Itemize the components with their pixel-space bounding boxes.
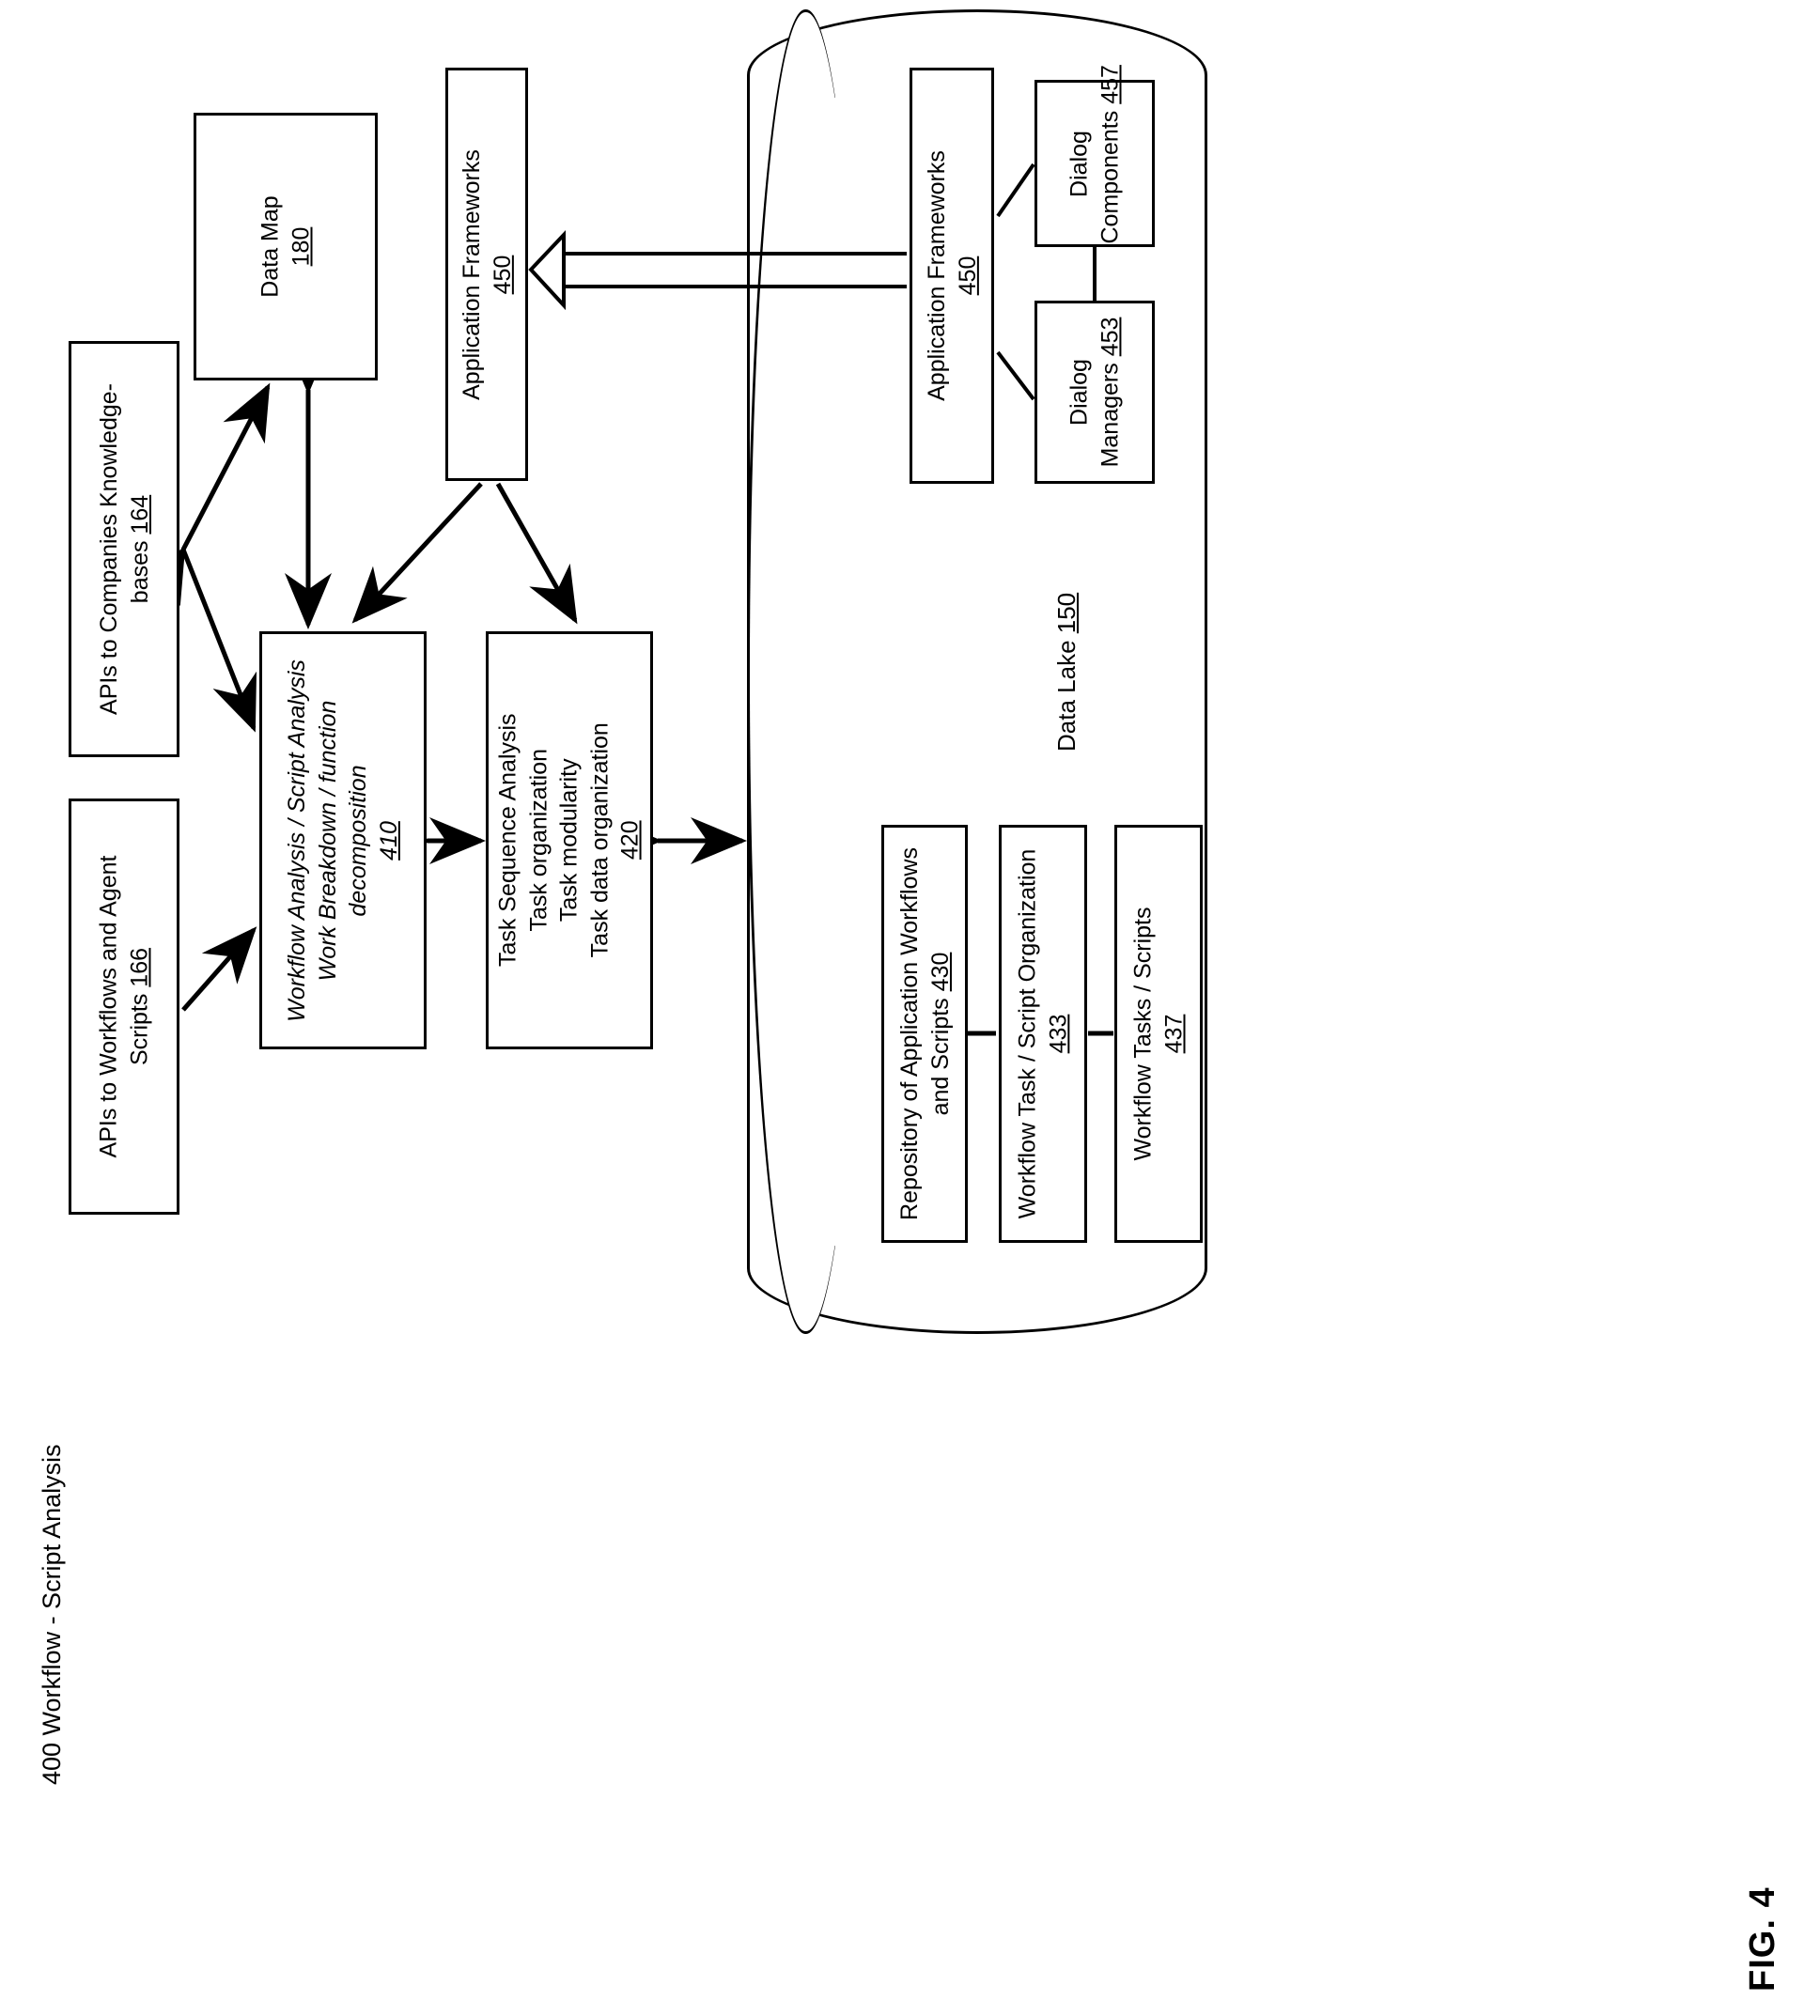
- node-repository-application-workflows-scripts[interactable]: Repository of Application Workflows and …: [881, 825, 968, 1243]
- task-sequence-line4: Task data organization: [586, 722, 614, 958]
- dialog-components-ref: 457: [1097, 64, 1123, 104]
- workflow-task-org-ref: 433: [1045, 1014, 1072, 1054]
- dialog-components-line2: Components: [1097, 110, 1123, 243]
- repository-ref: 430: [926, 952, 953, 992]
- apis-workflows-ref: 166: [126, 947, 152, 987]
- app-frameworks-right-ref: 450: [954, 256, 981, 296]
- workflow-analysis-line3: decomposition: [345, 764, 371, 917]
- node-task-sequence-analysis[interactable]: Task Sequence Analysis Task organization…: [486, 631, 653, 1049]
- node-dialog-managers[interactable]: Dialog Managers 453: [1034, 301, 1155, 484]
- app-frameworks-right-line1: Application Frameworks: [923, 150, 950, 401]
- data-lake-label-text: Data Lake: [1052, 640, 1081, 752]
- dialog-components-line1: Dialog: [1066, 130, 1093, 197]
- workflow-tasks-scripts-ref: 437: [1160, 1014, 1188, 1054]
- dialog-managers-line1: Dialog: [1066, 359, 1093, 426]
- data-map-line1: Data Map: [257, 195, 284, 298]
- node-apis-to-workflows-and-agent-scripts[interactable]: APIs to Workflows and Agent Scripts 166: [69, 799, 179, 1215]
- workflow-analysis-line1: Workflow Analysis / Script Analysis: [284, 659, 310, 1022]
- dialog-managers-line2: Managers: [1097, 363, 1123, 468]
- node-workflow-tasks-scripts[interactable]: Workflow Tasks / Scripts 437: [1114, 825, 1203, 1243]
- data-lake-label: Data Lake 150: [1052, 593, 1081, 752]
- node-application-frameworks-right[interactable]: Application Frameworks 450: [910, 68, 994, 484]
- apis-knowledge-ref: 164: [126, 494, 152, 535]
- apis-workflows-line1: APIs to Workflows and Agent: [95, 855, 122, 1158]
- data-map-ref: 180: [288, 226, 314, 267]
- workflow-tasks-scripts-line1: Workflow Tasks / Scripts: [1129, 907, 1157, 1161]
- apis-knowledge-line2: bases: [126, 540, 152, 604]
- node-workflow-script-analysis[interactable]: Workflow Analysis / Script Analysis Work…: [259, 631, 427, 1049]
- workflow-analysis-ref: 410: [375, 820, 402, 861]
- repository-line1: Repository of Application Workflows: [895, 847, 923, 1220]
- figure-title: 400 Workflow - Script Analysis: [38, 1444, 66, 1785]
- apis-knowledge-line1: APIs to Companies Knowledge-: [95, 383, 122, 715]
- node-workflow-task-script-organization[interactable]: Workflow Task / Script Organization 433: [999, 825, 1087, 1243]
- workflow-analysis-line2: Work Breakdown / function: [314, 700, 341, 981]
- workflow-task-org-line1: Workflow Task / Script Organization: [1014, 848, 1041, 1219]
- apis-workflows-line2: Scripts: [126, 993, 152, 1066]
- node-dialog-components[interactable]: Dialog Components 457: [1034, 65, 1155, 247]
- node-data-map[interactable]: Data Map 180: [194, 113, 378, 380]
- node-application-frameworks-left[interactable]: Application Frameworks 450: [445, 68, 528, 481]
- task-sequence-line3: Task modularity: [555, 758, 583, 923]
- task-sequence-line1: Task Sequence Analysis: [494, 713, 521, 968]
- app-frameworks-left-ref: 450: [489, 255, 516, 294]
- app-frameworks-left-line1: Application Frameworks: [458, 148, 485, 400]
- data-lake-cylinder-cap: [747, 9, 864, 1334]
- repository-line2: and Scripts: [926, 998, 953, 1116]
- figure-number-label: FIG. 4: [1743, 1886, 1782, 1992]
- dialog-managers-ref: 453: [1097, 317, 1123, 357]
- task-sequence-ref: 420: [616, 820, 644, 861]
- data-lake-ref: 150: [1052, 592, 1081, 634]
- node-apis-to-companies-knowledge-bases[interactable]: APIs to Companies Knowledge- bases 164: [69, 341, 179, 757]
- task-sequence-line2: Task organization: [525, 749, 552, 932]
